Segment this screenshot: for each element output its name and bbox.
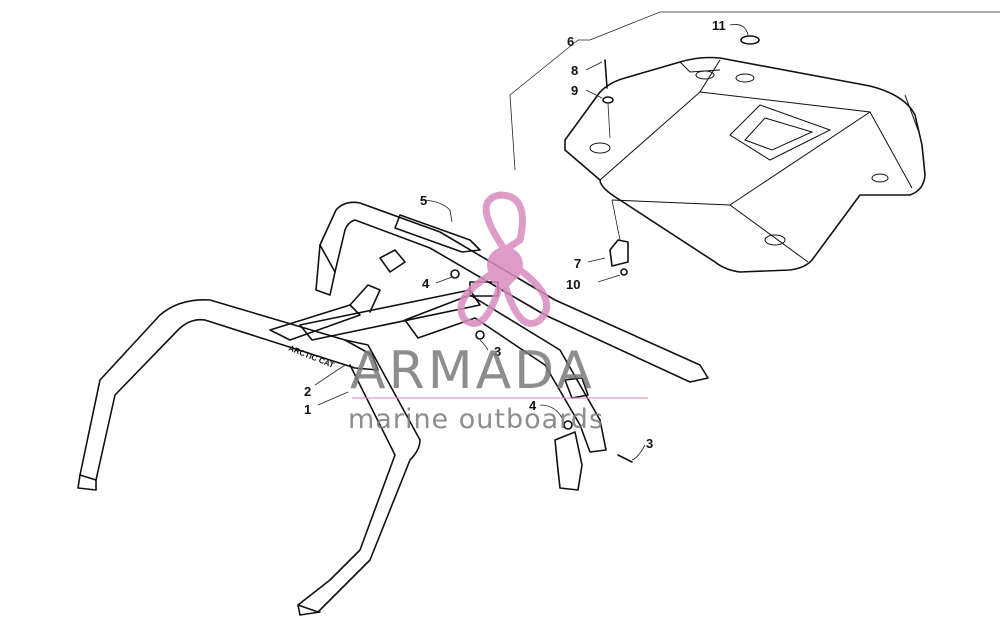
callout-5: 5 xyxy=(420,193,427,208)
callout-1: 1 xyxy=(304,402,311,417)
washer-part-9 xyxy=(585,89,614,104)
callout-4-upper: 4 xyxy=(422,276,430,291)
callout-3-upper: 3 xyxy=(494,344,501,359)
rear-tube-part-5 xyxy=(315,199,709,383)
callout-10: 10 xyxy=(566,277,580,292)
watermark-brand: ARMADA xyxy=(350,341,595,401)
callout-7: 7 xyxy=(574,256,581,271)
bolt-part-8 xyxy=(585,59,608,89)
callout-4-lower: 4 xyxy=(529,398,537,413)
bar-brand-text: ARCTIC CAT xyxy=(287,344,335,370)
hardware-upper xyxy=(435,269,489,351)
leader-6-side xyxy=(509,39,579,171)
nut-part-10 xyxy=(597,268,628,283)
hardware-lower xyxy=(539,404,646,491)
callout-9: 9 xyxy=(571,83,578,98)
bracket-part-7 xyxy=(587,199,629,267)
propeller-logo-icon xyxy=(457,191,551,327)
callout-6: 6 xyxy=(567,34,574,49)
cap-part-11 xyxy=(729,24,760,45)
callout-2: 2 xyxy=(304,384,311,399)
watermark: ARMADA marine outboards xyxy=(348,191,648,435)
leader-6 xyxy=(578,11,1000,41)
callout-8: 8 xyxy=(571,63,578,78)
main-roll-bar-part-1: ARCTIC CAT xyxy=(77,249,607,616)
callout-3-lower: 3 xyxy=(646,436,653,451)
rack-cover xyxy=(564,56,926,273)
leader-1 xyxy=(317,391,349,406)
callout-11: 11 xyxy=(712,18,726,33)
leader-2 xyxy=(314,364,346,386)
watermark-tagline: marine outboards xyxy=(348,404,604,435)
